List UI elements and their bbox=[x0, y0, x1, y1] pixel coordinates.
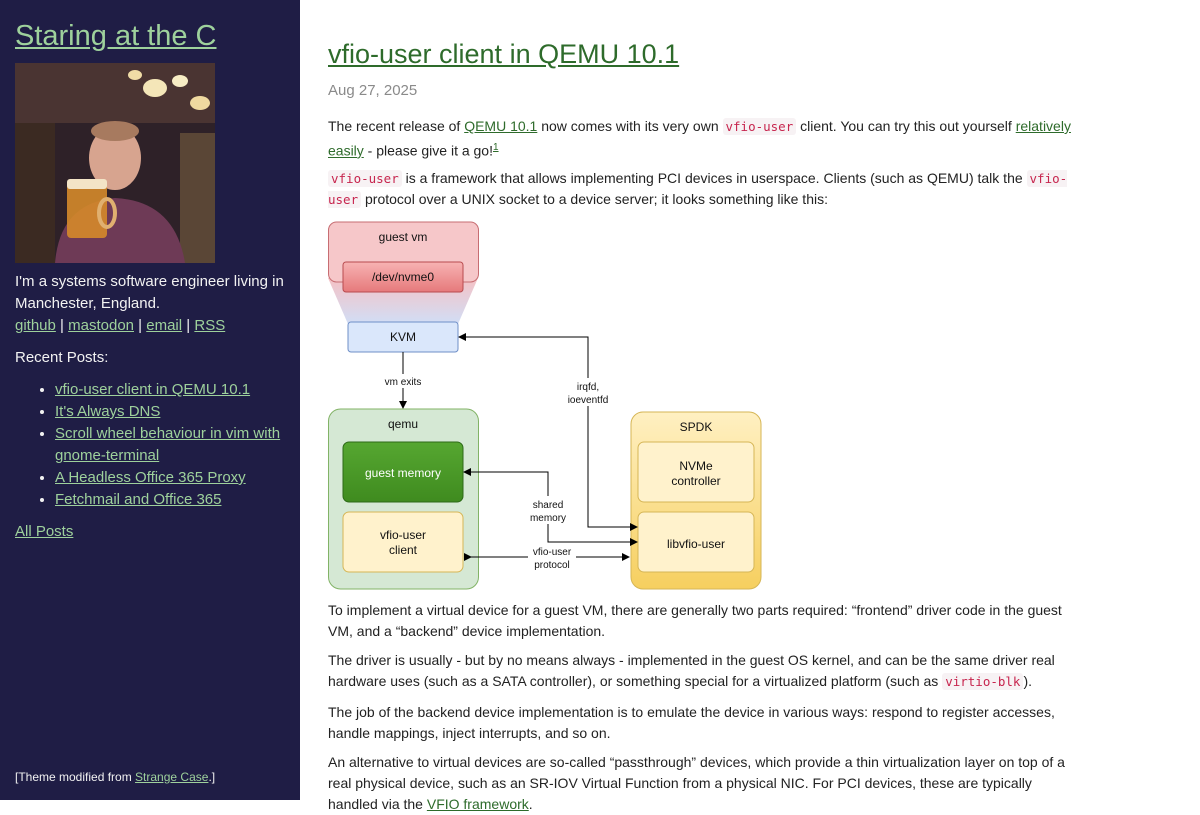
list-item: Fetchmail and Office 365 bbox=[55, 489, 295, 511]
site-title-link[interactable]: Staring at the C bbox=[15, 20, 217, 52]
shared-memory-label-line1: shared bbox=[533, 500, 564, 511]
email-link[interactable]: email bbox=[146, 317, 183, 334]
shared-memory-label-line2: memory bbox=[530, 513, 566, 524]
recent-post-link[interactable]: It's Always DNS bbox=[55, 403, 161, 420]
guest-memory-label: guest memory bbox=[365, 466, 441, 480]
vfio-client-box: vfio-user client bbox=[342, 511, 464, 573]
paragraph-intro: The recent release of QEMU 10.1 now come… bbox=[328, 116, 1078, 162]
recent-post-link[interactable]: A Headless Office 365 Proxy bbox=[55, 469, 246, 486]
inline-code: virtio-blk bbox=[942, 673, 1024, 690]
paragraph-backend-job: The job of the backend device implementa… bbox=[328, 704, 1055, 741]
try-it-link[interactable]: relatively easily bbox=[328, 118, 1071, 159]
text: protocol over a UNIX socket to a device … bbox=[361, 191, 828, 207]
text: An alternative to virtual devices are so… bbox=[328, 754, 1065, 812]
paragraph-frontend-backend: To implement a virtual device for a gues… bbox=[328, 602, 1062, 639]
libvfio-user-box: libvfio-user bbox=[637, 511, 755, 573]
github-link[interactable]: github bbox=[15, 317, 56, 334]
protocol-label-line1: vfio-user bbox=[533, 547, 572, 558]
kvm-box: KVM bbox=[347, 321, 459, 353]
author-bio: I'm a systems software engineer living i… bbox=[15, 273, 284, 312]
footnote-link[interactable]: 1 bbox=[492, 142, 499, 153]
theme-credit: [Theme modified from Strange Case.] bbox=[15, 768, 215, 786]
shared-memory-arrow-to-libvfio bbox=[547, 535, 638, 546]
qemu-release-link[interactable]: QEMU 10.1 bbox=[464, 118, 538, 134]
qemu-label: qemu bbox=[388, 417, 418, 431]
dev-nvme-label: /dev/nvme0 bbox=[372, 270, 434, 284]
kvm-label: KVM bbox=[390, 330, 416, 344]
all-posts-link[interactable]: All Posts bbox=[15, 523, 74, 540]
link-separator: | bbox=[138, 317, 143, 334]
inline-code: vfio-user bbox=[722, 118, 797, 135]
text: . bbox=[528, 796, 533, 812]
list-item: It's Always DNS bbox=[55, 401, 295, 423]
irqfd-label-line2: ioeventfd bbox=[568, 395, 609, 406]
list-item: vfio-user client in QEMU 10.1 bbox=[55, 379, 295, 401]
irqfd-arrow-to-libvfio bbox=[587, 520, 638, 531]
nvme-controller-label-line1: NVMe bbox=[679, 459, 713, 473]
vm-exits-label: vm exits bbox=[385, 377, 422, 388]
avatar-photo bbox=[15, 63, 215, 263]
inline-code: vfio-user bbox=[328, 170, 402, 187]
text: now comes with its very own bbox=[537, 118, 723, 134]
vfio-client-label-line2: client bbox=[389, 543, 418, 557]
text: is a framework that allows implementing … bbox=[401, 170, 1027, 186]
post-date: Aug 27, 2025 bbox=[328, 82, 418, 99]
text: ). bbox=[1023, 673, 1033, 689]
recent-posts-list: vfio-user client in QEMU 10.1 It's Alway… bbox=[15, 379, 295, 511]
link-separator: | bbox=[60, 317, 64, 334]
recent-post-link[interactable]: Fetchmail and Office 365 bbox=[55, 491, 222, 508]
recent-post-link[interactable]: vfio-user client in QEMU 10.1 bbox=[55, 381, 251, 398]
post-title-link[interactable]: vfio-user client in QEMU 10.1 bbox=[328, 39, 680, 69]
guest-memory-box: guest memory bbox=[342, 441, 464, 503]
dev-nvme-box: /dev/nvme0 bbox=[342, 261, 464, 293]
paragraph-passthrough: An alternative to virtual devices are so… bbox=[328, 752, 1078, 815]
recent-post-link[interactable]: Scroll wheel behaviour in vim with gnome… bbox=[55, 425, 281, 464]
guest-vm-label: guest vm bbox=[379, 230, 428, 244]
sidebar: Staring at the C I'm a systems software … bbox=[0, 0, 300, 800]
link-separator: | bbox=[186, 317, 191, 334]
paragraph-framework: vfio-user is a framework that allows imp… bbox=[328, 168, 1078, 210]
recent-posts-heading: Recent Posts: bbox=[15, 349, 109, 366]
vfio-client-label-line1: vfio-user bbox=[380, 528, 426, 542]
theme-credit-prefix: [Theme modified from bbox=[15, 770, 136, 784]
rss-link[interactable]: RSS bbox=[194, 317, 226, 334]
nvme-controller-label-line2: controller bbox=[671, 474, 720, 488]
avatar bbox=[15, 63, 215, 263]
list-item: A Headless Office 365 Proxy bbox=[55, 467, 295, 489]
text: The driver is usually - but by no means … bbox=[328, 652, 1055, 689]
text: client. You can try this out yourself bbox=[796, 118, 1016, 134]
text: The recent release of bbox=[328, 118, 465, 134]
paragraph-driver: The driver is usually - but by no means … bbox=[328, 650, 1078, 692]
text: - please give it a go! bbox=[363, 142, 493, 159]
social-links: github | mastodon | email | RSS bbox=[15, 315, 225, 337]
nvme-controller-box: NVMe controller bbox=[637, 441, 755, 503]
irqfd-label-line1: irqfd, bbox=[577, 382, 599, 393]
spdk-label: SPDK bbox=[680, 420, 713, 434]
theme-source-link[interactable]: Strange Case bbox=[135, 770, 209, 784]
list-item: Scroll wheel behaviour in vim with gnome… bbox=[55, 423, 295, 467]
protocol-label-line2: protocol bbox=[534, 560, 570, 571]
vfio-framework-link[interactable]: VFIO framework bbox=[426, 796, 529, 812]
mastodon-link[interactable]: mastodon bbox=[68, 317, 134, 334]
theme-credit-suffix: .] bbox=[208, 770, 216, 784]
libvfio-user-label: libvfio-user bbox=[667, 537, 725, 551]
irqfd-arrow-to-kvm bbox=[458, 333, 589, 527]
architecture-diagram: guest vm /dev/nvme0 KVM vm exits qemu gu… bbox=[328, 221, 762, 590]
